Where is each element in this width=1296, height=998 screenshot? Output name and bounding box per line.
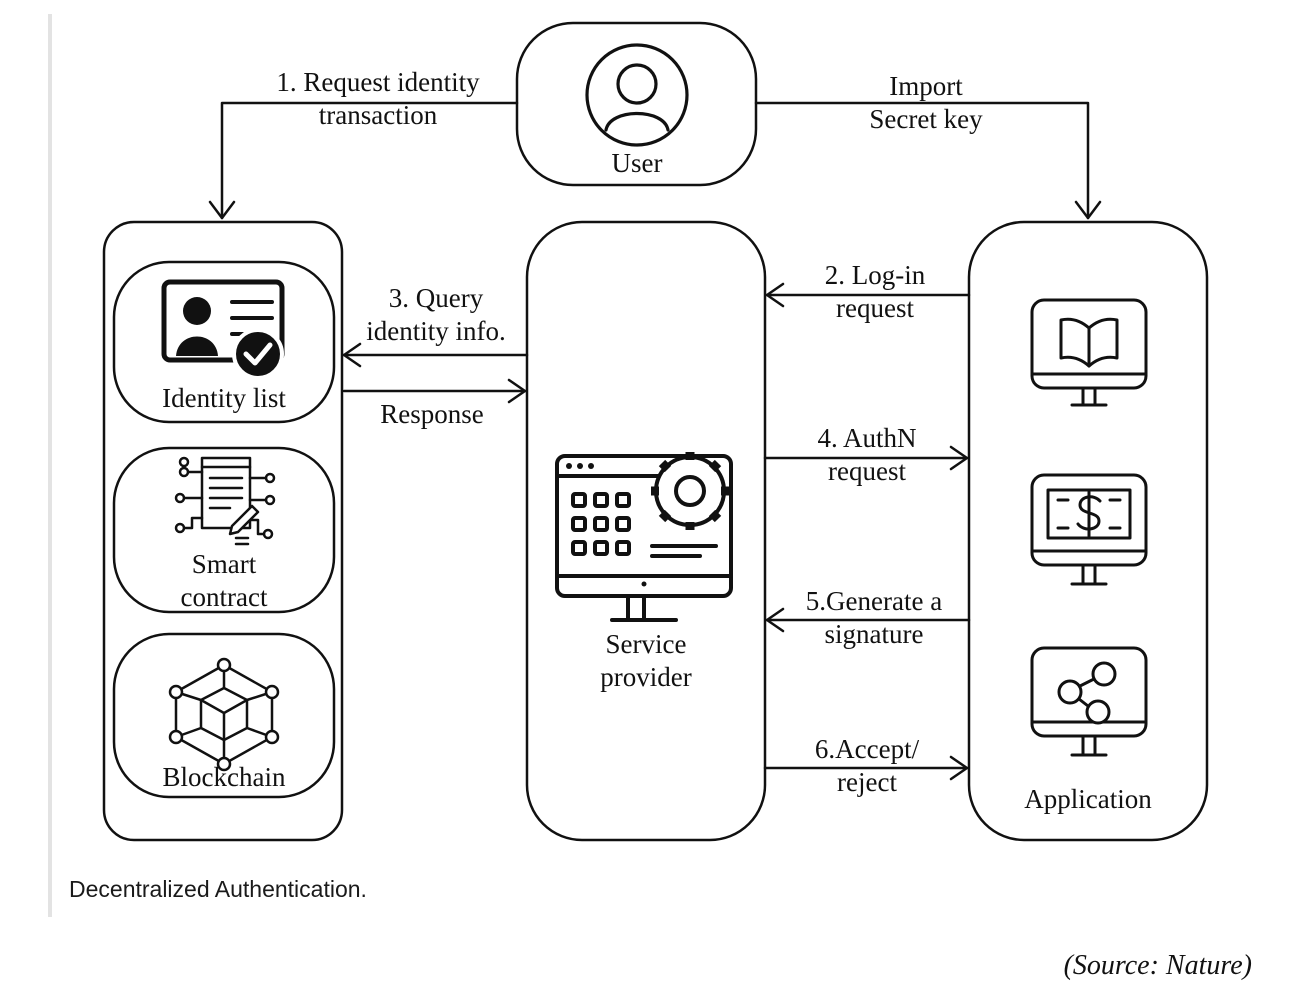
source-credit: (Source: Nature) — [1063, 950, 1252, 981]
decentralized-authentication-diagram: User 1. Request identity transaction Imp… — [102, 21, 1209, 842]
login-request-label: 2. Log-in request — [824, 260, 926, 323]
service-provider-box — [525, 220, 767, 842]
response-label: Response — [380, 399, 484, 429]
arrow-request-identity — [208, 101, 519, 220]
identity-list-box — [112, 260, 336, 424]
blockchain-label: Blockchain — [162, 762, 286, 792]
smart-contract-icon — [174, 456, 276, 546]
arrow-authn — [763, 445, 969, 471]
share-monitor-icon — [1030, 646, 1148, 757]
smart-contract-box — [112, 446, 336, 614]
request-identity-label: 1. Request identity transaction — [276, 67, 480, 130]
arrow-accept — [763, 755, 969, 781]
arrow-response — [342, 378, 527, 404]
quote-border — [48, 14, 52, 917]
money-monitor-icon — [1030, 473, 1148, 586]
user-label: User — [611, 148, 663, 178]
diagram-canvas — [102, 21, 1209, 842]
authn-request-label: 4. AuthN request — [817, 423, 917, 486]
import-key-label: Import Secret key — [869, 71, 983, 134]
service-provider-monitor-icon — [555, 452, 733, 622]
user-icon — [585, 43, 689, 147]
arrow-login — [765, 282, 971, 308]
generate-signature-label: 5.Generate a signature — [805, 586, 943, 649]
book-monitor-icon — [1030, 298, 1148, 407]
smart-contract-label: Smart contract — [180, 549, 268, 612]
arrow-import-key — [754, 101, 1102, 220]
identity-list-label: Identity list — [162, 383, 286, 413]
application-label: Application — [1024, 784, 1152, 814]
arrow-signature — [765, 607, 971, 633]
identity-panel — [102, 220, 344, 842]
figure-caption: Decentralized Authentication. — [69, 876, 367, 902]
query-identity-label: 3. Query identity info. — [366, 283, 506, 346]
service-provider-label: Service provider — [600, 629, 692, 692]
blockchain-icon — [168, 657, 280, 772]
application-box — [967, 220, 1209, 842]
blockchain-box — [112, 632, 336, 799]
identity-card-icon — [161, 279, 285, 380]
arrow-query — [342, 342, 529, 368]
accept-reject-label: 6.Accept/ reject — [814, 734, 920, 797]
